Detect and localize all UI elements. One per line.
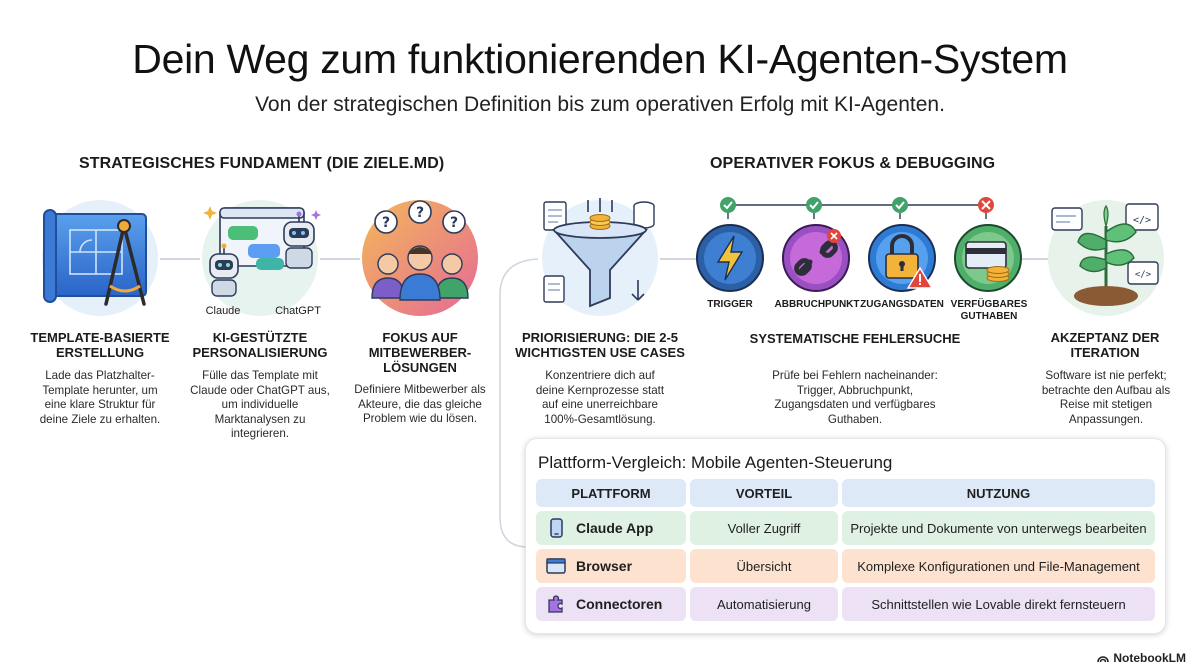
connector-line [160, 258, 200, 260]
platform-comparison-card: Plattform-Vergleich: Mobile Agenten-Steu… [525, 438, 1166, 634]
robot-label-chatgpt: ChatGPT [275, 305, 321, 317]
plant-growth-icon: </> </> [1048, 200, 1164, 316]
connector-line [1020, 258, 1050, 260]
step-description: Fülle das Template mit Claude oder ChatG… [190, 369, 330, 440]
table-row-platform: Claude App [536, 511, 686, 545]
debug-label: ABBRUCHPUNKT [774, 299, 860, 310]
step-title: KI-GESTÜTZTE PERSONALISIERUNG [192, 330, 328, 360]
lock-icon [868, 224, 936, 292]
robot-label-claude: Claude [205, 305, 241, 317]
footer-brand-text: NotebookLM [1113, 651, 1186, 665]
puzzle-icon [548, 595, 563, 613]
step-title: FOKUS AUF MITBEWERBER-LÖSUNGEN [368, 330, 472, 375]
table-cell-nutzung: Projekte und Dokumente von unterwegs bea… [842, 511, 1155, 545]
table-header-plattform: PLATTFORM [536, 479, 686, 507]
platform-name: Connectoren [576, 596, 663, 612]
svg-text:</>: </> [1135, 270, 1152, 280]
notebooklm-logo-icon [1097, 656, 1110, 663]
browser-window-icon [546, 558, 566, 574]
people-question-icon: ??? [362, 200, 478, 316]
step-description: Lade das Platzhalter-Template herunter, … [39, 369, 161, 426]
table-row-platform: Browser [536, 549, 686, 583]
debug-label: TRIGGER [707, 299, 753, 310]
debug-label: ZUGANGSDATEN [860, 299, 944, 310]
connector-curve [499, 258, 539, 548]
lightning-icon [696, 224, 764, 292]
platform-name: Claude App [576, 520, 654, 536]
svg-text:</>: </> [1133, 215, 1151, 226]
smartphone-icon [550, 518, 563, 538]
step-description: Software ist nie perfekt; betrachte den … [1041, 369, 1171, 426]
page-title: Dein Weg zum funktionierenden KI-Agenten… [132, 36, 1068, 82]
page-subtitle: Von der strategischen Definition bis zum… [255, 93, 945, 116]
connector-line [320, 258, 360, 260]
table-row-platform: Connectoren [536, 587, 686, 621]
debug-connector-lines [720, 197, 994, 219]
table-cell-vorteil: Automatisierung [690, 587, 838, 621]
step-description: Prüfe bei Fehlern nacheinander: Trigger,… [772, 369, 938, 426]
step-title: TEMPLATE-BASIERTE ERSTELLUNG [30, 330, 170, 360]
table-header-vorteil: VORTEIL [690, 479, 838, 507]
robot-chat-icon [202, 200, 321, 316]
svg-text:?: ? [416, 205, 424, 221]
section-heading-strategy: STRATEGISCHES FUNDAMENT (DIE ZIELE.MD) [79, 155, 445, 172]
table-title: Plattform-Vergleich: Mobile Agenten-Steu… [538, 453, 893, 472]
step-title: SYSTEMATISCHE FEHLERSUCHE [749, 331, 961, 346]
table-cell-vorteil: Voller Zugriff [690, 511, 838, 545]
connector-line [660, 258, 700, 260]
svg-text:?: ? [450, 215, 458, 231]
table-cell-nutzung: Schnittstellen wie Lovable direkt fernst… [842, 587, 1155, 621]
step-description: Konzentriere dich auf deine Kernprozesse… [535, 369, 665, 426]
section-heading-operations: OPERATIVER FOKUS & DEBUGGING [710, 155, 996, 172]
svg-text:?: ? [382, 215, 390, 231]
funnel-icon [542, 198, 658, 316]
footer-brand: NotebookLM [1097, 651, 1186, 665]
broken-link-icon [782, 224, 850, 292]
table-header-nutzung: NUTZUNG [842, 479, 1155, 507]
table-cell-nutzung: Komplexe Konfigurationen und File-Manage… [842, 549, 1155, 583]
step-description: Definiere Mitbewerber als Akteure, die d… [354, 383, 486, 425]
step-title: AKZEPTANZ DER ITERATION [1050, 330, 1160, 360]
debug-label: VERFÜGBARES GUTHABEN [950, 299, 1028, 322]
table-cell-vorteil: Übersicht [690, 549, 838, 583]
step-title: PRIORISIERUNG: DIE 2-5 WICHTIGSTEN USE C… [515, 330, 685, 360]
credit-card-icon [954, 224, 1022, 292]
blueprint-compass-icon [42, 200, 158, 316]
platform-name: Browser [576, 558, 633, 574]
